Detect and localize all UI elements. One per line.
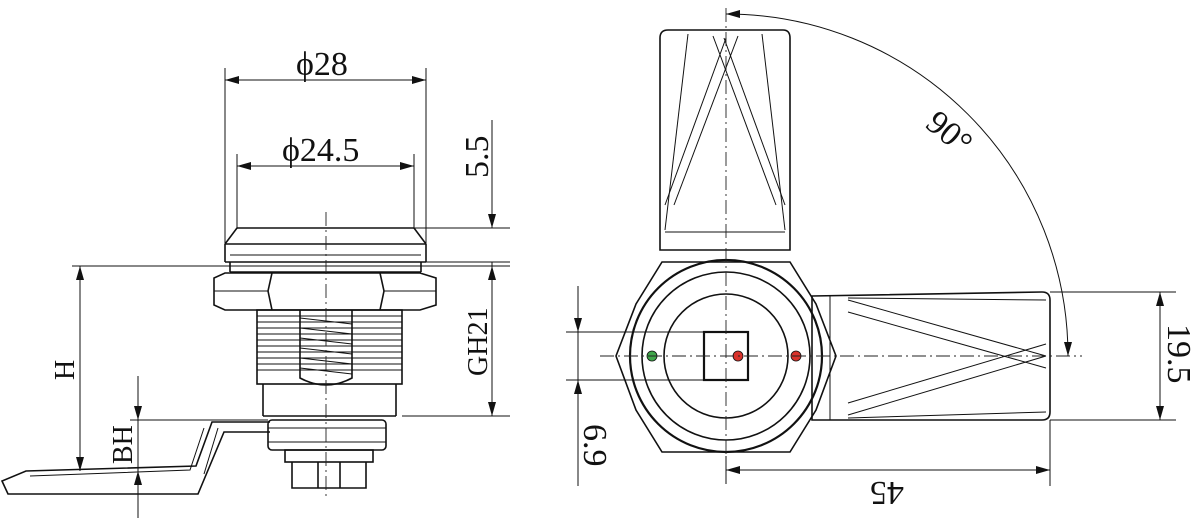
label-flange-height: 5.5 xyxy=(459,136,496,179)
thread-body xyxy=(256,309,403,417)
label-bh: BH xyxy=(108,425,139,464)
cam-lever xyxy=(0,421,270,495)
label-height: H xyxy=(50,360,81,380)
label-angle: 90° xyxy=(919,104,979,163)
handle-horizontal xyxy=(811,291,1051,421)
dim-flange-height xyxy=(414,120,510,278)
dim-length-45 xyxy=(725,420,1051,486)
dim-angle xyxy=(725,10,1072,357)
handle-upright xyxy=(659,29,791,251)
label-dia-28: ϕ28 xyxy=(296,46,348,83)
dim-dia-24-5 xyxy=(236,154,415,228)
dim-dia-28 xyxy=(224,68,427,244)
dim-height xyxy=(76,266,84,471)
hex-nut xyxy=(213,272,437,311)
dim-thread xyxy=(72,265,510,417)
front-view: 90° 19.5 6.9 45 xyxy=(566,8,1197,511)
dim-width-19-5 xyxy=(1050,291,1176,421)
label-dia-24-5: ϕ24.5 xyxy=(282,132,359,169)
dim-offset-6-9 xyxy=(566,286,704,486)
dim-bh xyxy=(130,376,268,518)
label-length-45: 45 xyxy=(870,474,904,511)
label-offset-6-9: 6.9 xyxy=(576,424,613,467)
cap-body xyxy=(224,227,427,273)
label-width-19-5: 19.5 xyxy=(1160,324,1197,384)
lower-nut xyxy=(267,419,387,489)
side-view: ϕ28 ϕ24.5 5.5 GH21 xyxy=(0,46,510,518)
label-thread: GH21 xyxy=(463,308,494,376)
hex-body xyxy=(615,261,837,453)
